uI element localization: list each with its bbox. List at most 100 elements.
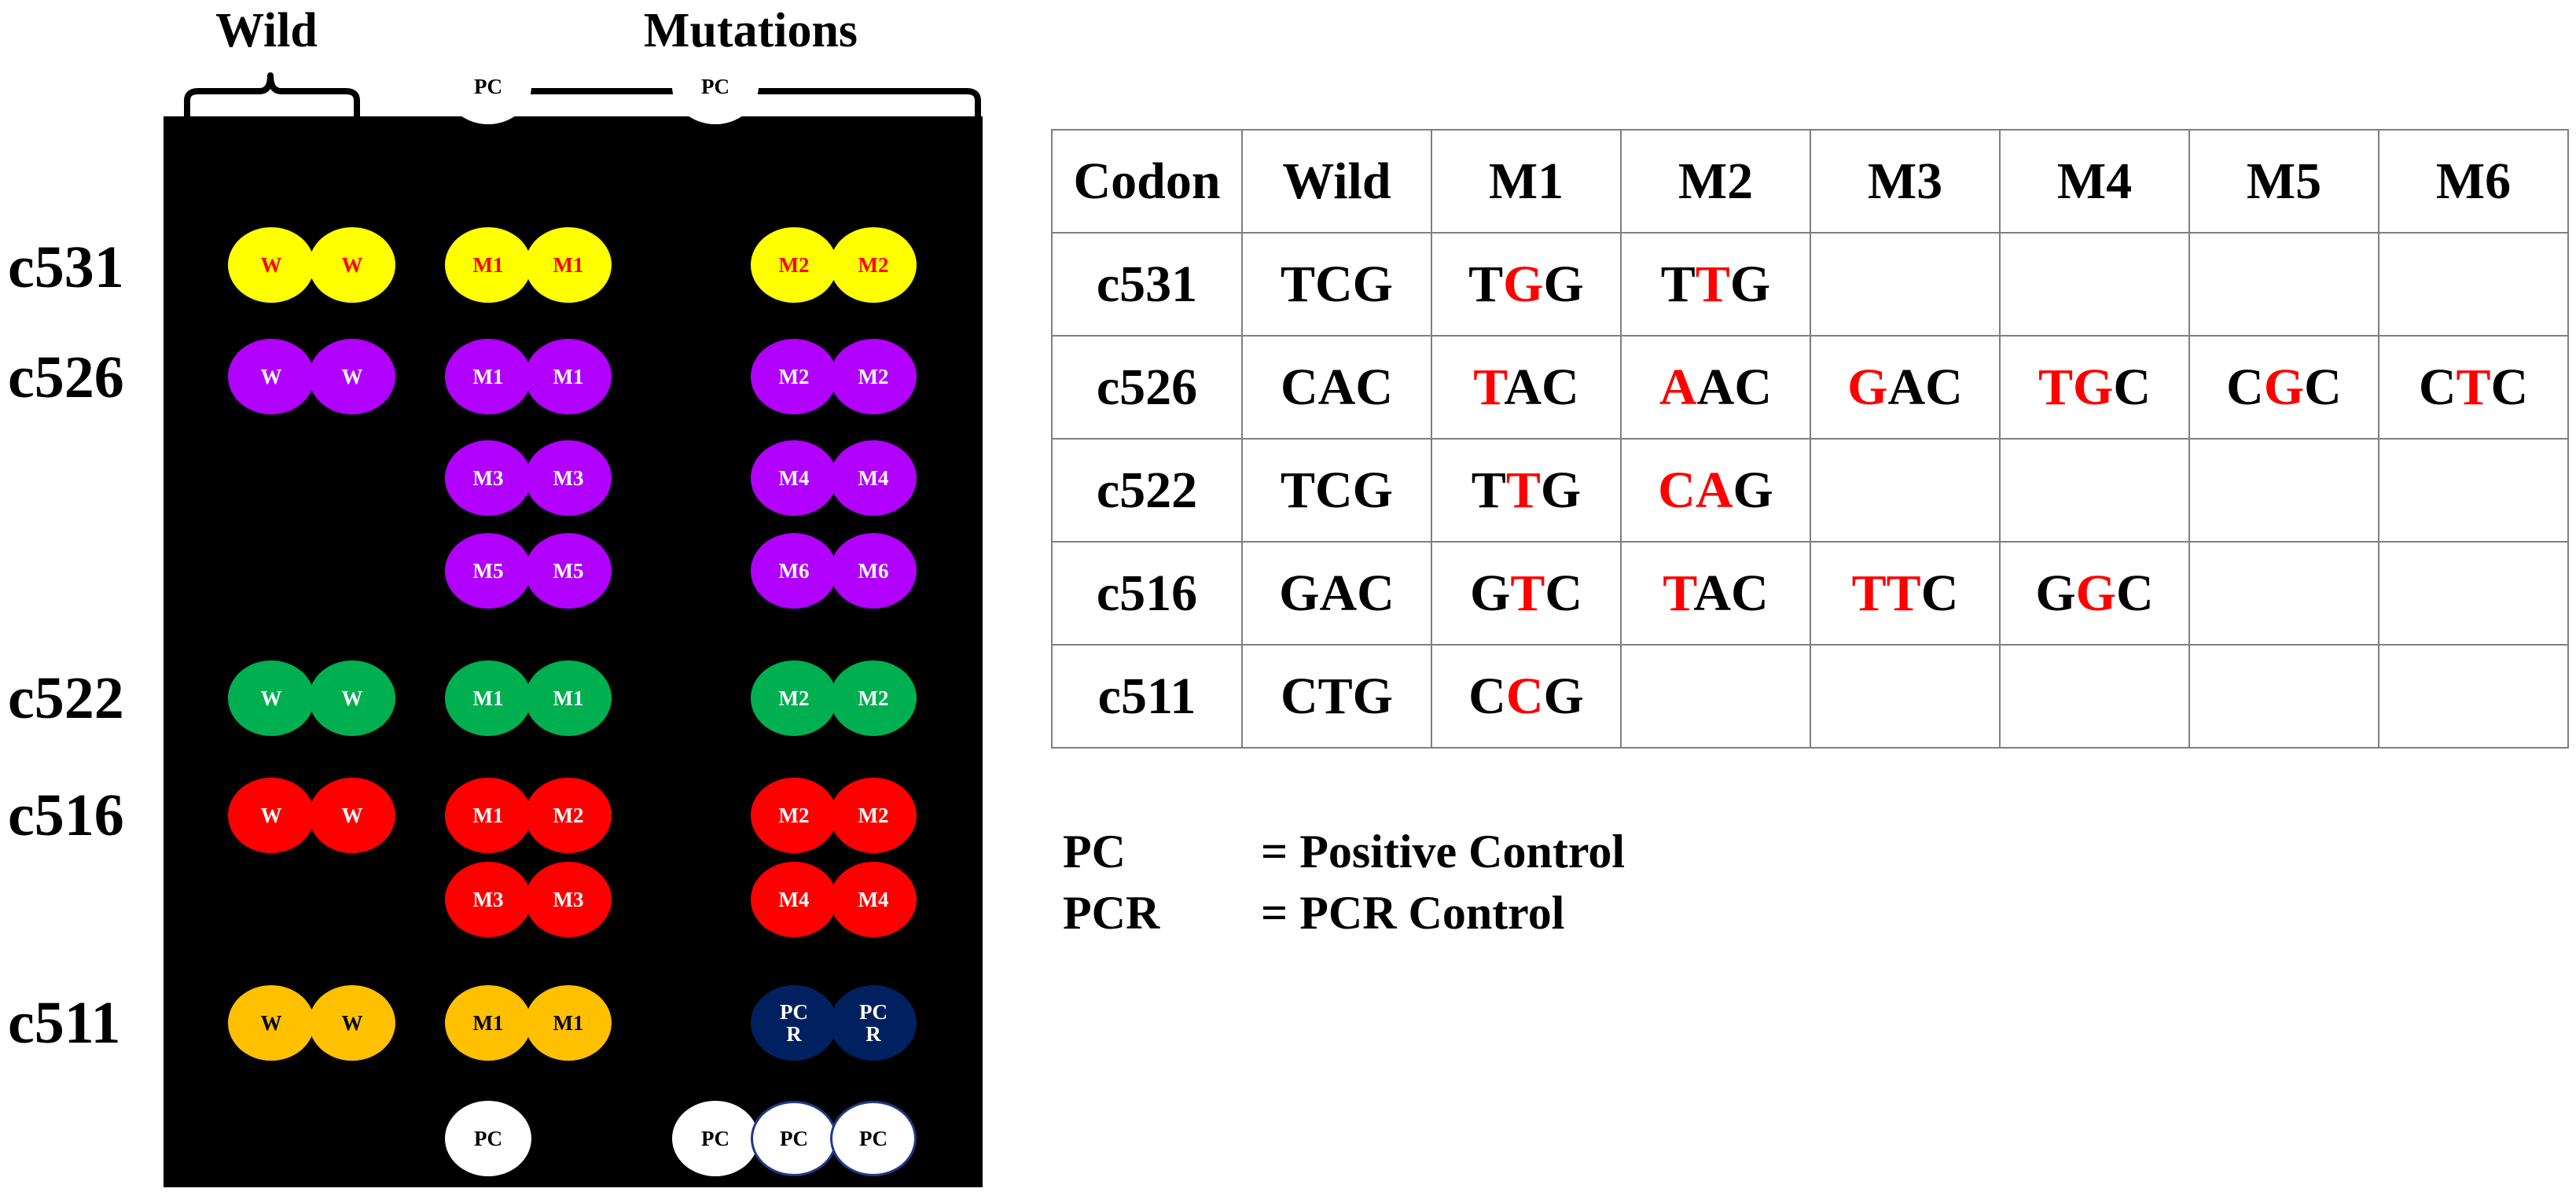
header-m1: M1 <box>1431 129 1622 234</box>
table-sequence-cell <box>1810 232 2001 337</box>
codon-label-c531: c531 <box>8 234 124 300</box>
codon-label-c526: c526 <box>8 344 124 410</box>
array-spot: M2 <box>830 227 917 303</box>
spot-label: M2 <box>778 252 810 277</box>
spot-label: M2 <box>778 686 810 710</box>
table-sequence-cell: AAC <box>1620 335 1811 440</box>
array-spot: M1 <box>445 227 531 303</box>
array-spot: M1 <box>525 339 612 414</box>
mutated-base: G <box>2263 358 2305 416</box>
spot-label: PC R <box>780 999 808 1046</box>
array-spot: M5 <box>445 533 531 609</box>
array-spot: M4 <box>830 440 917 516</box>
array-spot: W <box>228 660 314 736</box>
array-spot: W <box>309 227 395 303</box>
header-wild: Wild <box>1241 129 1432 234</box>
spot-label: W <box>341 364 363 388</box>
table-sequence-cell: CGC <box>2188 335 2379 440</box>
spot-label: M1 <box>472 364 504 388</box>
array-spot: W <box>228 985 314 1061</box>
table-sequence-cell <box>1810 438 2001 543</box>
spot-label: M5 <box>553 558 584 583</box>
array-spot: M2 <box>751 660 837 736</box>
spot-label: M1 <box>472 686 504 710</box>
table-codon-cell: c511 <box>1051 644 1243 749</box>
table-sequence-cell <box>2378 232 2569 337</box>
legend-abbr: PC <box>1063 826 1126 877</box>
array-spot: PC R <box>751 985 837 1061</box>
table-sequence-cell: TTC <box>1810 541 2001 646</box>
mutated-base: A <box>1659 358 1697 416</box>
array-spot: PC <box>672 1101 759 1176</box>
header-m2: M2 <box>1620 129 1811 234</box>
mutated-base: G <box>1503 255 1544 313</box>
array-spot: M1 <box>525 660 612 736</box>
table-sequence-cell <box>1999 232 2190 337</box>
spot-label: M1 <box>472 252 504 277</box>
table-sequence-cell <box>2378 438 2569 543</box>
codon-label-c511: c511 <box>8 990 121 1056</box>
table-sequence-cell <box>2188 232 2379 337</box>
table-sequence-cell: CTG <box>1241 644 1432 749</box>
legend-abbr: PCR <box>1063 887 1160 939</box>
mutated-base: T <box>1695 255 1730 313</box>
mutated-base: C <box>1505 667 1544 725</box>
spot-label: M2 <box>858 364 889 388</box>
mutated-base: TG <box>2038 358 2114 416</box>
table-codon-cell: c531 <box>1051 232 1243 337</box>
legend-pcr-control: PCR= PCR Control <box>1063 889 1564 936</box>
array-spot: W <box>228 227 314 303</box>
spot-label: W <box>260 364 282 388</box>
mutated-base: T <box>1663 564 1694 622</box>
wild-group-label: Wild <box>215 4 318 57</box>
mutated-base: T <box>1510 564 1545 622</box>
spot-label: M4 <box>778 887 810 911</box>
array-spot: M4 <box>751 862 837 937</box>
table-sequence-cell: TTG <box>1431 438 1622 543</box>
spot-label: M4 <box>858 887 889 911</box>
array-spot: M4 <box>830 862 917 937</box>
array-spot: M2 <box>830 339 917 414</box>
table-sequence-cell: GGC <box>1999 541 2190 646</box>
spot-label: M6 <box>778 558 810 583</box>
array-spot: W <box>228 339 314 414</box>
table-sequence-cell: TTG <box>1620 232 1811 337</box>
wild-brace <box>184 72 360 118</box>
table-sequence-cell <box>2378 541 2569 646</box>
spot-label: M5 <box>472 558 504 583</box>
mutated-base: G <box>2075 564 2116 622</box>
spot-label: M1 <box>553 252 584 277</box>
spot-label: PC <box>859 1126 887 1150</box>
array-spot: PC <box>672 49 759 124</box>
array-spot: M2 <box>751 227 837 303</box>
table-sequence-cell: TCG <box>1241 438 1432 543</box>
array-spot: M1 <box>445 985 531 1061</box>
array-spot: M5 <box>525 533 612 609</box>
table-codon-cell: c516 <box>1051 541 1243 646</box>
table-sequence-cell <box>1620 644 1811 749</box>
spot-label: M6 <box>858 558 889 583</box>
table-sequence-cell: GAC <box>1241 541 1432 646</box>
array-spot: M1 <box>525 985 612 1061</box>
array-spot: W <box>309 339 395 414</box>
spot-label: M2 <box>778 364 810 388</box>
array-spot: W <box>228 778 314 853</box>
mutated-base: CA <box>1658 461 1733 519</box>
spot-label: W <box>260 686 282 710</box>
codon-label-c522: c522 <box>8 665 124 731</box>
spot-label: M1 <box>553 686 584 710</box>
mutated-base: T <box>1473 358 1505 416</box>
mutated-base: TT <box>1851 564 1921 622</box>
array-spot: PC <box>751 1101 837 1176</box>
table-sequence-cell: CAC <box>1241 335 1432 440</box>
array-spot: M3 <box>525 440 612 516</box>
table-sequence-cell: TAC <box>1620 541 1811 646</box>
array-spot: M2 <box>830 778 917 853</box>
array-spot: M1 <box>445 778 531 853</box>
spot-label: M1 <box>472 1010 504 1035</box>
table-sequence-cell <box>1810 644 2001 749</box>
spot-label: W <box>260 1010 282 1035</box>
array-spot: W <box>309 778 395 853</box>
